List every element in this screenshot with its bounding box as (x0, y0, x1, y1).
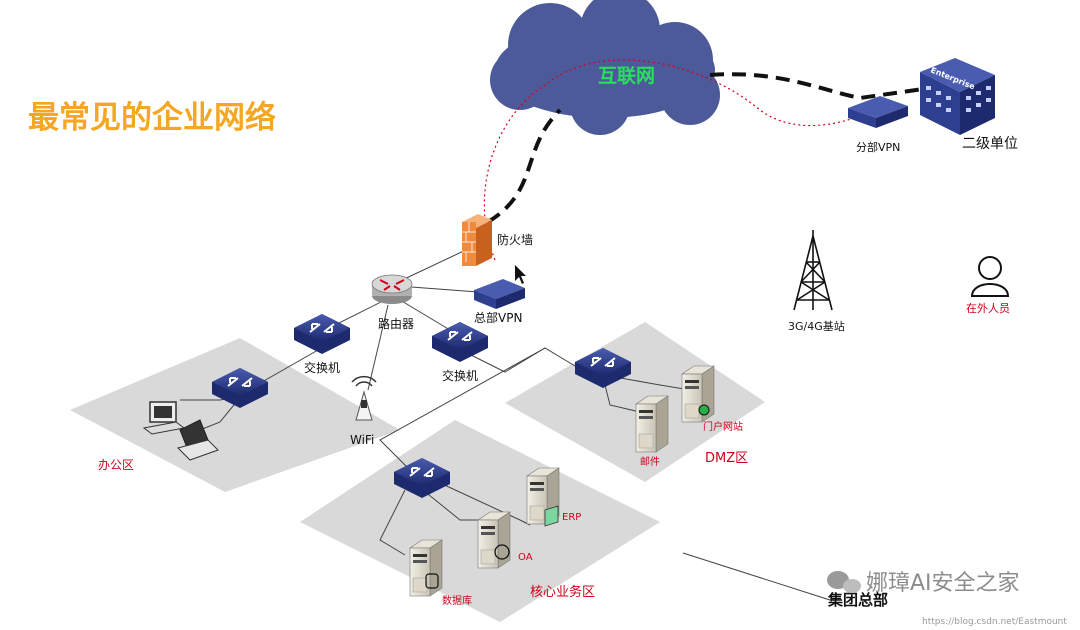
dmz-zone-label: DMZ区 (705, 451, 748, 466)
switch-center-icon (431, 321, 489, 363)
mail-label: 邮件 (640, 455, 660, 468)
oa-status-icon (494, 544, 510, 560)
branch-internet-link (709, 72, 931, 101)
office-zone-label: 办公区 (98, 457, 134, 472)
hq-label: 集团总部 (827, 591, 888, 609)
switch-center-label: 交换机 (442, 368, 478, 383)
core-zone-label: 核心业务区 (530, 584, 595, 600)
portal-label: 门户网站 (703, 420, 743, 433)
firewall-internet-link (486, 108, 562, 224)
hq-vpn-label: 总部VPN (474, 310, 522, 325)
laptop-icon (177, 419, 219, 461)
firewall-device (462, 214, 492, 266)
tower-icon (793, 230, 833, 311)
internet-label: 互联网 (598, 65, 655, 87)
enterprise-building (920, 58, 995, 135)
router-device (371, 274, 413, 304)
wifi-icon (351, 375, 377, 421)
internet-cloud (490, 0, 720, 135)
branch-unit-label: 二级单位 (962, 136, 1018, 152)
person-icon (970, 256, 1010, 297)
switch-left-icon (293, 313, 351, 355)
database-label: 数据库 (442, 594, 472, 607)
tower-label: 3G/4G基站 (788, 319, 845, 333)
branch-vpn-device (848, 96, 908, 128)
switch-left-label: 交换机 (304, 360, 340, 375)
erp-label: ERP (562, 512, 581, 523)
portal-status-icon (698, 404, 710, 416)
wechat-logo-icon (827, 571, 861, 593)
remote-staff-label: 在外人员 (966, 302, 1010, 315)
watermark-brand: 娜璋AI安全之家 (866, 571, 1020, 596)
topology-links (180, 247, 831, 601)
page-title: 最常见的企业网络 (28, 100, 276, 136)
portal-server-icon (681, 365, 715, 423)
desktop-pc-icon (142, 401, 186, 435)
office-zone-area (70, 338, 400, 492)
erp-panel-icon (544, 505, 559, 527)
database-disk-icon (425, 573, 439, 589)
mouse-cursor-icon (515, 265, 526, 284)
hq-vpn-device (474, 279, 525, 309)
dmz-zone-area (505, 322, 765, 482)
oa-label: OA (518, 552, 533, 563)
oa-server-icon (477, 511, 511, 569)
watermark-url: https://blog.csdn.net/Eastmount (922, 617, 1067, 627)
router-label: 路由器 (378, 316, 414, 331)
branch-vpn-label: 分部VPN (856, 140, 900, 154)
vpn-tunnel-path (483, 59, 881, 261)
mail-server-icon (635, 395, 669, 453)
firewall-label: 防火墙 (497, 232, 533, 247)
wifi-label: WiFi (350, 433, 374, 447)
